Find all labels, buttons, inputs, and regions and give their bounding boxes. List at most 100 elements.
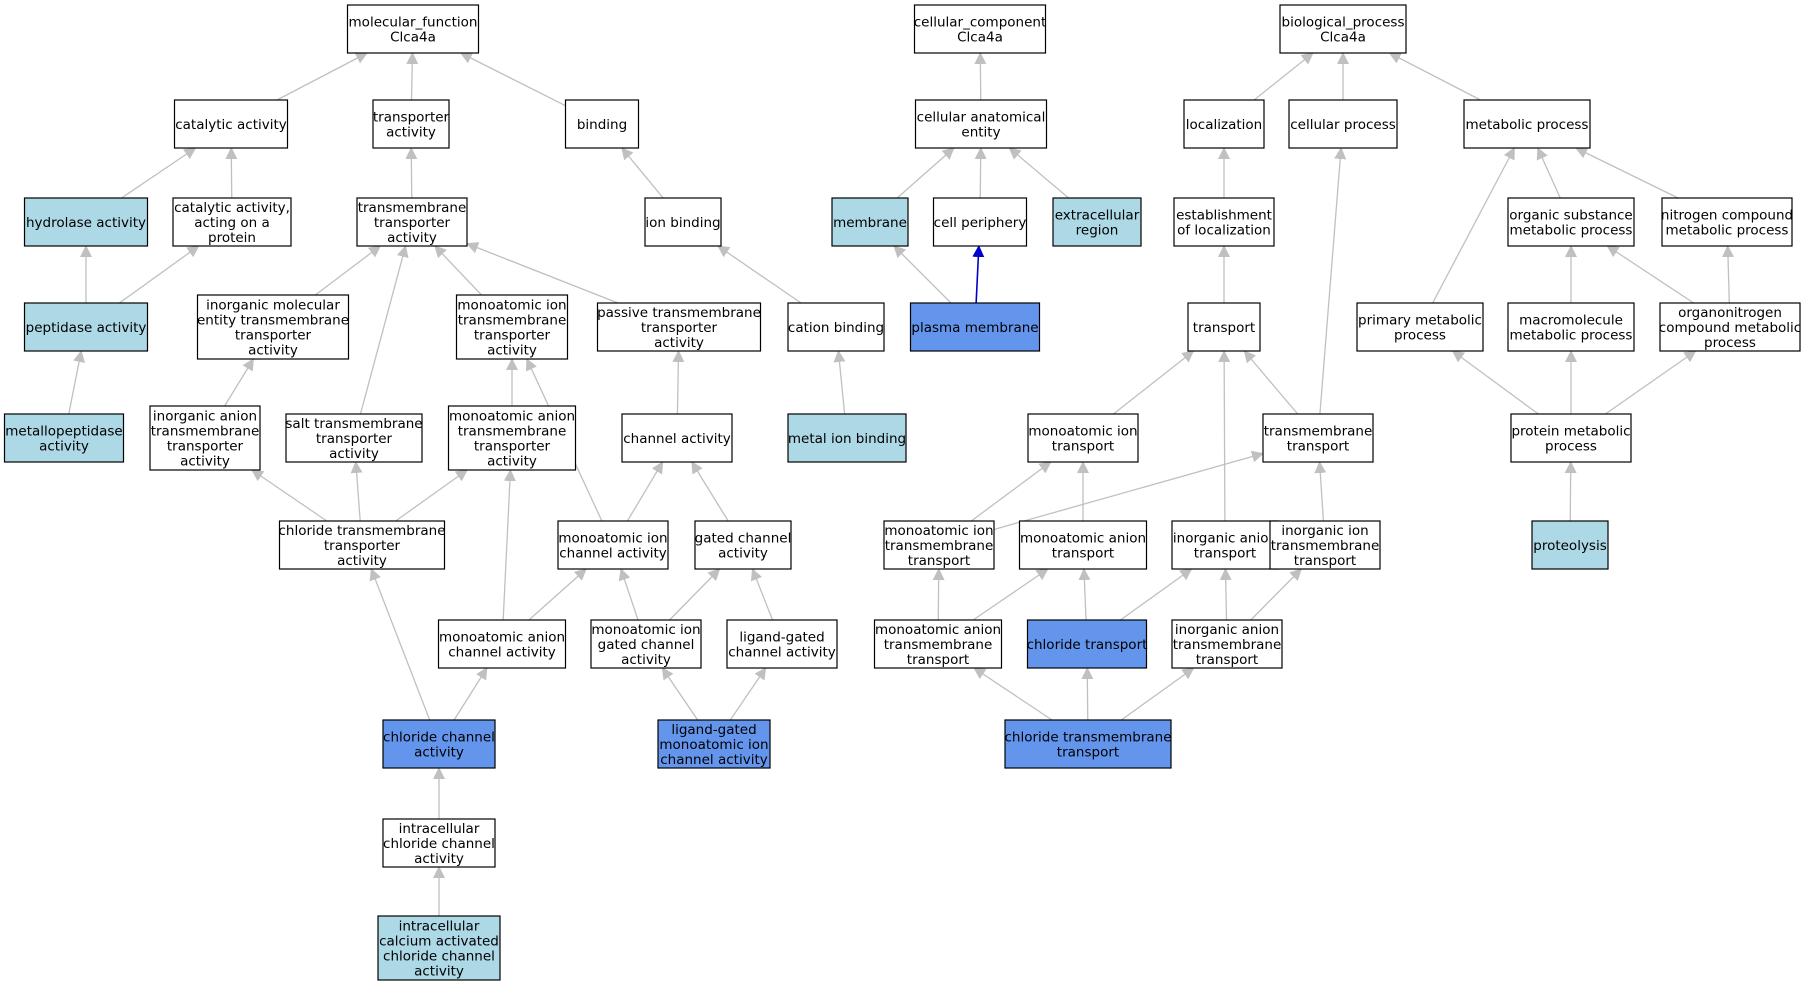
edge-inorg_anion_transport-to-transport xyxy=(1218,350,1231,522)
node-label-line: proteolysis xyxy=(1533,538,1607,554)
node-box xyxy=(149,405,261,471)
node-label-line: transmembrane xyxy=(458,313,567,329)
node-proteolysis[interactable]: proteolysis xyxy=(1531,520,1609,570)
node-catalytic[interactable]: catalytic activity xyxy=(173,99,289,149)
node-label-line: metabolic process xyxy=(1466,117,1589,133)
node-label-line: channel activity xyxy=(728,645,835,661)
node-box xyxy=(382,818,496,868)
node-label-line: channel activity xyxy=(559,546,666,562)
node-label-line: channel activity xyxy=(623,431,730,447)
node-chloride-tm-act[interactable]: chloride transmembranetransporteractivit… xyxy=(278,520,446,570)
node-label-line: transporter xyxy=(474,439,551,455)
node-box xyxy=(1262,413,1374,463)
edge-chloride_transport-to-mono_anion_transport xyxy=(1078,568,1091,621)
node-label-line: monoatomic ion xyxy=(457,298,566,314)
node-transport[interactable]: transport xyxy=(1187,302,1261,352)
node-label-line: transmembrane xyxy=(358,200,467,216)
node-label-line: gated channel xyxy=(695,531,792,547)
node-cellular-process[interactable]: cellular process xyxy=(1288,99,1398,149)
node-chloride-transport[interactable]: chloride transport xyxy=(1026,619,1148,669)
edge-plasma_membrane-to-cell_periphery xyxy=(972,245,985,304)
node-peptidase[interactable]: peptidase activity xyxy=(23,302,149,352)
edge-mono_anion_channel-to-mono_ion_channel xyxy=(528,568,587,621)
node-label-line: process xyxy=(1394,328,1446,344)
node-label-line: activity xyxy=(621,652,671,668)
node-box xyxy=(1018,520,1148,570)
node-mono-ion-tm-act[interactable]: monoatomic iontransmembranetransporterac… xyxy=(455,294,569,360)
node-label-line: chloride transmembrane xyxy=(278,523,445,539)
node-plasma-membrane[interactable]: plasma membrane xyxy=(909,302,1041,352)
edge-localization-to-bp xyxy=(1253,52,1314,101)
node-label-line: Clca4a xyxy=(957,30,1003,46)
node-label-line: catalytic activity xyxy=(175,117,287,133)
node-box xyxy=(196,294,350,360)
node-label-line: chloride transmembrane xyxy=(1004,730,1171,746)
node-label-line: hydrolase activity xyxy=(26,215,146,231)
node-box xyxy=(1356,302,1484,352)
node-label-line: primary metabolic xyxy=(1358,313,1482,329)
node-box xyxy=(1026,619,1148,669)
node-label-line: channel activity xyxy=(660,752,767,768)
node-box xyxy=(1279,4,1407,54)
node-membrane[interactable]: membrane xyxy=(831,197,909,247)
node-cell-periphery[interactable]: cell periphery xyxy=(932,197,1028,247)
node-box xyxy=(564,99,640,149)
node-label-line: membrane xyxy=(833,215,907,231)
node-binding[interactable]: binding xyxy=(564,99,640,149)
node-hydrolase[interactable]: hydrolase activity xyxy=(23,197,149,247)
node-cation-binding[interactable]: cation binding xyxy=(787,302,885,352)
edge-cation_binding-to-ion_binding xyxy=(717,245,802,304)
node-label-line: transmembrane xyxy=(884,637,993,653)
node-label-line: chloride channel xyxy=(383,730,495,746)
node-channel-activity[interactable]: channel activity xyxy=(621,413,733,463)
node-ion-binding[interactable]: ion binding xyxy=(644,197,722,247)
node-label-line: activity xyxy=(654,335,704,351)
node-metal-ion-binding[interactable]: metal ion binding xyxy=(787,413,907,463)
node-label-line: transport xyxy=(1052,546,1114,562)
node-label-line: transport xyxy=(1196,652,1258,668)
node-mono-anion-tm-act[interactable]: monoatomic aniontransmembranetransporter… xyxy=(447,405,577,471)
node-box xyxy=(787,302,885,352)
node-localization[interactable]: localization xyxy=(1183,99,1265,149)
node-metabolic[interactable]: metabolic process xyxy=(1463,99,1591,149)
node-inorg-anion-tm-act[interactable]: inorganic aniontransmembranetransportera… xyxy=(149,405,261,471)
node-label-line: acting on a xyxy=(194,215,270,231)
